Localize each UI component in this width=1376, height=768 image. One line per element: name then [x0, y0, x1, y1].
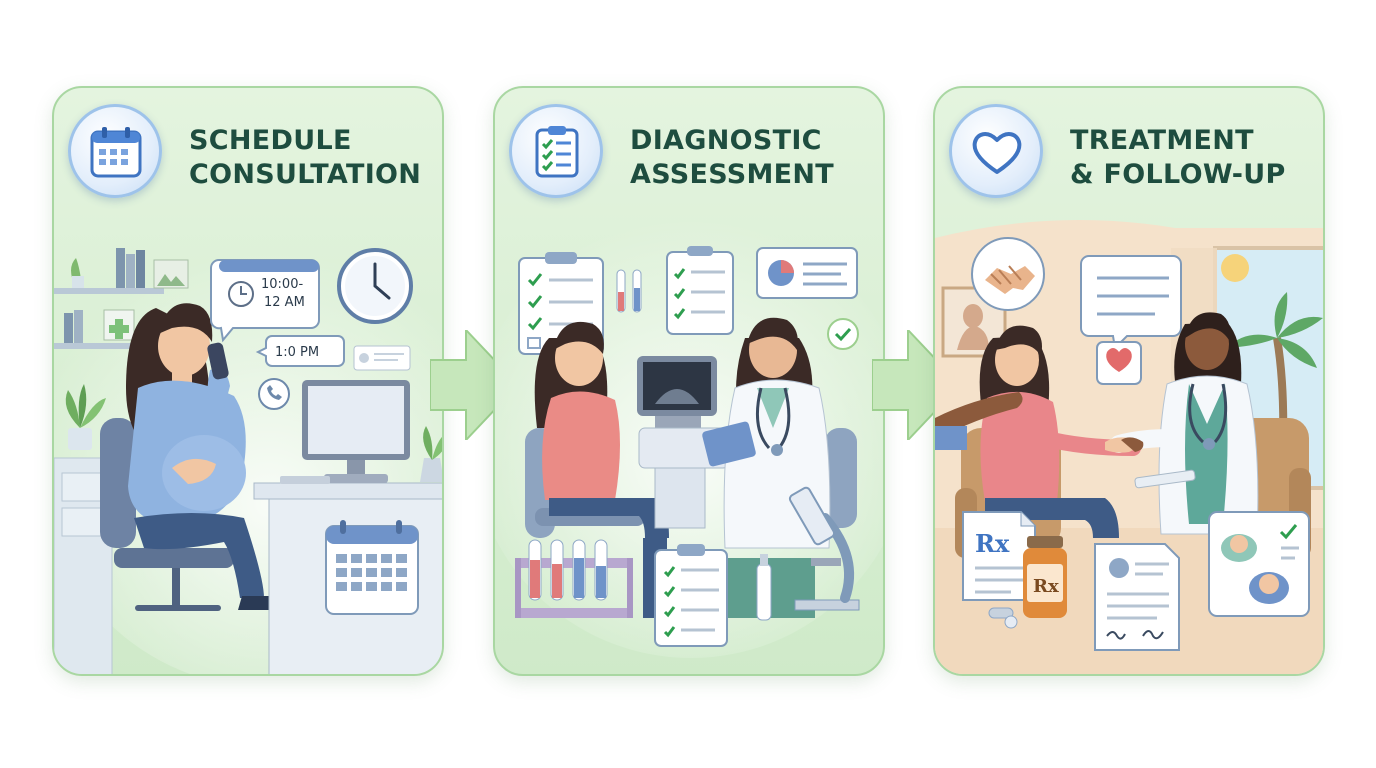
- medicine-bottle-icon: [1023, 536, 1067, 618]
- flow-arrow-icon: [430, 330, 520, 440]
- potted-plant: [65, 384, 106, 450]
- appointment-time-bubble: [210, 259, 320, 343]
- step-title: DIAGNOSTIC ASSESSMENT: [630, 125, 835, 190]
- bottle-label: Rx: [1033, 576, 1059, 597]
- wall-clock-icon: [337, 248, 413, 324]
- patient-figure: [534, 321, 669, 618]
- report-clipboard-icon: [666, 246, 734, 335]
- alternate-time-bubble: [255, 335, 345, 367]
- step-title: SCHEDULE CONSULTATION: [189, 125, 422, 190]
- appointment-time-range-line1: 10:00-: [261, 277, 303, 292]
- microscope-icon: [788, 486, 860, 611]
- step-title: TREATMENT & FOLLOW-UP: [1070, 125, 1286, 190]
- test-tube-pair: [616, 269, 642, 313]
- check-mark-icon: [827, 318, 859, 350]
- id-card-icon: [353, 345, 411, 371]
- prescription-paper-icon: [962, 511, 1036, 601]
- results-chart-card: [756, 247, 858, 299]
- step-panel-diagnostic-assessment: DIAGNOSTIC ASSESSMENT: [493, 86, 885, 676]
- calendar-icon-large: [325, 520, 419, 615]
- calendar-badge: [68, 104, 162, 198]
- handshake-icon: [971, 237, 1045, 311]
- notes-speech-bubble: [1080, 255, 1182, 351]
- diagnostic-scene-illustration: [495, 218, 883, 658]
- wall-shelf: [54, 248, 189, 349]
- bottom-checklist-clipboard-icon: [654, 544, 728, 647]
- calendar-icon: [90, 127, 142, 178]
- prescription-label: Rx: [975, 529, 1010, 558]
- step-panel-schedule-consultation: 10:00- 12 AM 1:0 PM: [52, 86, 444, 676]
- pregnant-patient-figure: [126, 303, 278, 610]
- heart-icon: [972, 132, 1022, 174]
- alternate-time-label: 1:0 PM: [275, 345, 319, 360]
- clipboard-checklist-icon: [535, 126, 579, 178]
- vial-icon: [756, 554, 772, 621]
- clipboard-badge: [509, 104, 603, 198]
- patient-figure: [979, 325, 1141, 538]
- calendar-grid: [336, 554, 407, 591]
- treatment-scene-illustration: Rx Rx: [935, 220, 1323, 674]
- step-panel-treatment-follow-up: Rx Rx: [933, 86, 1325, 676]
- schedule-scene-illustration: 10:00- 12 AM 1:0 PM: [54, 228, 442, 674]
- appointment-time-range-line2: 12 AM: [264, 295, 305, 310]
- doctor-figure: [1110, 312, 1259, 535]
- handshake-center: [1105, 437, 1144, 453]
- phone-call-bubble-icon: [258, 378, 290, 410]
- pill-capsule-icon: [988, 607, 1018, 629]
- newborn-card-icon: [1208, 511, 1310, 617]
- office-chair: [100, 418, 234, 611]
- medical-record-document-icon: [1094, 543, 1180, 651]
- heart-speech-bubble-icon: [1096, 341, 1142, 385]
- test-tube-rack: [515, 539, 633, 618]
- heart-badge: [949, 104, 1043, 198]
